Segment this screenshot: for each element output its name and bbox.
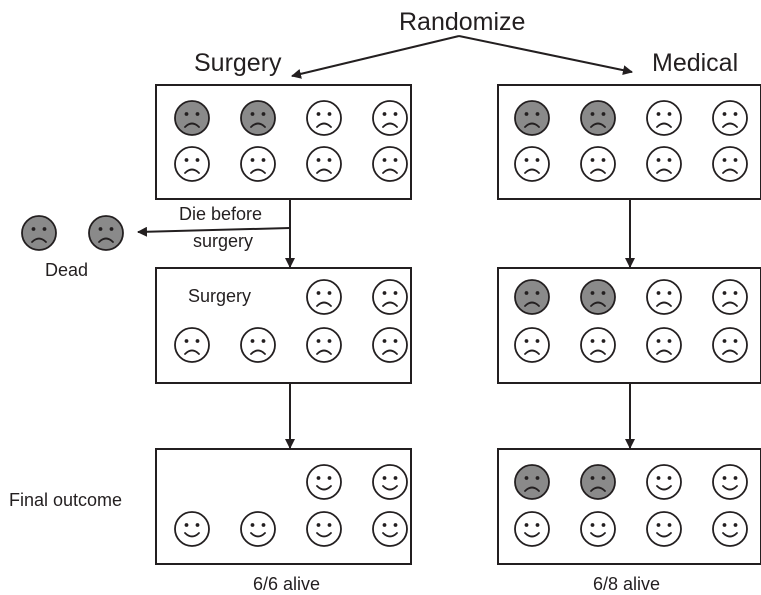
surgery-stage-3-faces [174,464,408,547]
surgery-stage-label: Surgery [188,286,252,306]
sad-face-icon [514,327,550,363]
randomize-title: Randomize [399,8,526,36]
die-before-surgery-arrow [137,226,291,237]
sad-face-icon [306,146,342,182]
sad-face-icon [514,146,550,182]
happy-face-icon [646,464,682,500]
happy-face-icon [646,511,682,547]
medical-arm-label: Medical [652,49,739,77]
happy-face-icon [514,511,550,547]
happy-face-icon [372,464,408,500]
surgery-arm-label: Surgery [194,49,282,77]
sad-face-icon [646,146,682,182]
surgery-stage-2-box [155,267,412,384]
randomize-to-medical-arrow [458,35,633,76]
dead-label: Dead [45,260,89,280]
surgery-stage-3-box [155,448,412,565]
sad-face-dead-icon [514,279,550,315]
die-before-label: Die before [179,204,263,224]
sad-face-icon [712,146,748,182]
final-outcome-label: Final outcome [9,490,123,510]
happy-face-icon [306,511,342,547]
sad-face-icon [646,279,682,315]
medical-stage-2-faces [514,279,748,363]
happy-face-icon [174,511,210,547]
sad-face-dead-icon [174,100,210,136]
sad-face-icon [372,327,408,363]
sad-face-dead-icon [580,464,616,500]
sad-face-icon [306,327,342,363]
sad-face-icon [174,327,210,363]
sad-face-icon [240,327,276,363]
sad-face-icon [372,146,408,182]
sad-face-icon [712,100,748,136]
medical-outcome-label: 6/8 alive [593,574,661,594]
surgery-stage-2-faces [174,279,408,363]
sad-face-dead-icon [21,215,57,251]
happy-face-icon [712,511,748,547]
sad-face-icon [712,327,748,363]
sad-face-icon [306,100,342,136]
dead-faces [21,215,124,251]
surgery-stage-1-box [155,84,412,200]
surgery-outcome-label: 6/6 alive [253,574,321,594]
sad-face-icon [646,327,682,363]
sad-face-icon [372,279,408,315]
sad-face-dead-icon [514,100,550,136]
randomize-to-surgery-arrow [291,35,460,79]
sad-face-icon [240,146,276,182]
happy-face-icon [306,464,342,500]
sad-face-icon [712,279,748,315]
sad-face-icon [580,327,616,363]
happy-face-icon [372,511,408,547]
happy-face-icon [580,511,616,547]
sad-face-dead-icon [88,215,124,251]
sad-face-icon [174,146,210,182]
sad-face-icon [580,146,616,182]
surgery-stage-1-faces [174,100,408,182]
sad-face-icon [372,100,408,136]
medical-stage-1-faces [514,100,748,182]
sad-face-dead-icon [580,279,616,315]
sad-face-icon [646,100,682,136]
medical-stage-3-box [497,448,761,565]
sad-face-icon [306,279,342,315]
sad-face-dead-icon [240,100,276,136]
medical-stage-3-faces [514,464,748,547]
sad-face-dead-icon [514,464,550,500]
happy-face-icon [240,511,276,547]
die-before-surgery-label: surgery [193,231,254,251]
sad-face-dead-icon [580,100,616,136]
happy-face-icon [712,464,748,500]
